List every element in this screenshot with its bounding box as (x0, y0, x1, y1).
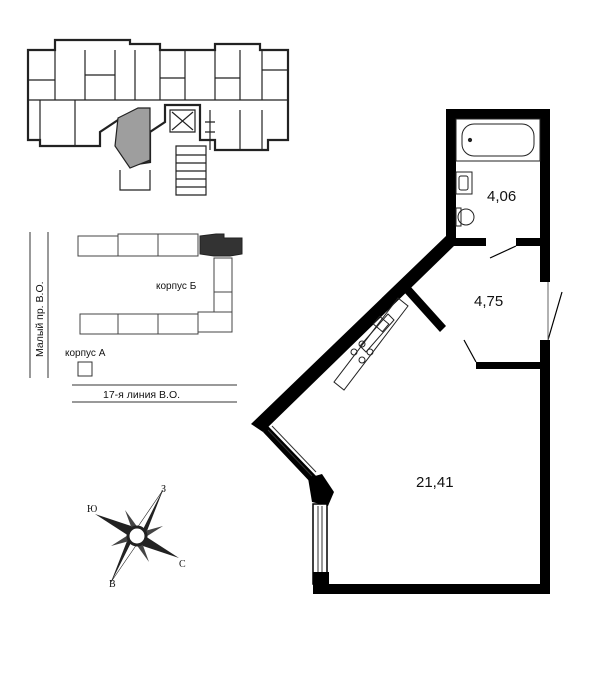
compass-west-label: З (161, 484, 166, 495)
site-plan: Малый пр. В.О. корпус Б корпус А 17-я ли… (29, 232, 243, 403)
stove-burner (350, 348, 358, 356)
kitchen-partition (404, 286, 446, 332)
stove-burner (366, 348, 374, 356)
toilet (455, 207, 475, 227)
building-b-outline (77, 233, 233, 335)
doors (463, 245, 563, 363)
building-a-label: корпус А (65, 348, 106, 359)
bathroom-door (489, 245, 517, 259)
living-area-label: 21,41 (416, 474, 454, 491)
room-door (463, 339, 477, 363)
compass-south-label: Ю (87, 504, 97, 515)
compass-north-label: С (179, 559, 186, 570)
street-label-bottom: 17-я линия В.О. (103, 389, 180, 401)
apartment-plan: 4,06 4,75 21,41 (251, 109, 563, 594)
stove-burner (358, 340, 366, 348)
street-label-left: Малый пр. В.О. (34, 281, 46, 357)
apartment-walls (313, 109, 550, 594)
bay-window (263, 425, 334, 592)
bathtub (455, 118, 541, 162)
stove-burner (358, 356, 366, 364)
kitchen-sink (372, 315, 390, 333)
building-b-selected-section (199, 233, 243, 257)
diagonal-wall (251, 236, 456, 432)
highlighted-apartment (114, 107, 151, 169)
compass-rose: З Ю С В (87, 484, 186, 590)
building-a-marker (77, 361, 93, 377)
building-b-label: корпус Б (156, 281, 197, 292)
compass-east-label: В (109, 579, 116, 590)
floor-key-plan (26, 38, 290, 196)
sink (455, 171, 473, 195)
hallway-area-label: 4,75 (474, 293, 503, 310)
entrance-door (547, 291, 563, 341)
kitchen-counter (333, 297, 409, 391)
bathroom-area-label: 4,06 (487, 188, 516, 205)
